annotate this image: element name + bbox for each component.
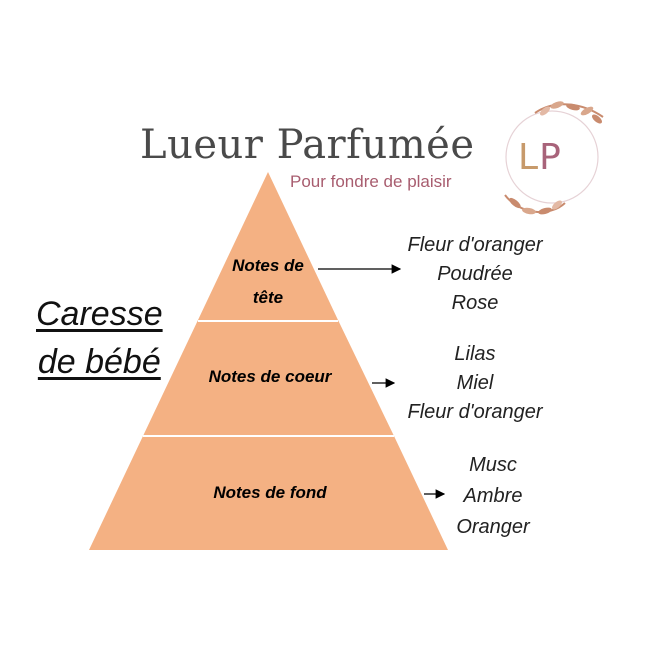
- brand-name: Lueur Parfumée: [140, 122, 475, 168]
- pyramid-tier-top: [198, 172, 338, 320]
- brand-logo: LP: [495, 95, 610, 220]
- list-item: Rose: [451, 292, 499, 314]
- pyramid-tier-bottom: [89, 436, 448, 550]
- tier-label-base: Notes de fond: [213, 483, 327, 502]
- list-item: Fleur d'oranger: [407, 401, 543, 423]
- product-title-line-2: de bébé: [37, 343, 161, 381]
- base-notes-list: Musc Ambre Oranger: [428, 450, 558, 543]
- brand-tagline: Pour fondre de plaisir: [290, 172, 452, 191]
- top-notes-list: Fleur d'oranger Poudrée Rose: [390, 231, 560, 318]
- heart-notes-list: Lilas Miel Fleur d'oranger: [390, 340, 560, 427]
- list-item: Lilas: [454, 343, 496, 365]
- list-item: Oranger: [456, 516, 530, 538]
- list-item: Fleur d'oranger: [407, 234, 543, 256]
- list-item: Musc: [469, 454, 517, 476]
- list-item: Ambre: [463, 485, 523, 507]
- tier-label-top: Notes de tête: [232, 256, 304, 307]
- tier-label-heart: Notes de coeur: [208, 367, 332, 386]
- product-title: Caresse de bébé: [36, 290, 163, 386]
- logo-monogram: LP: [518, 137, 562, 178]
- list-item: Miel: [456, 372, 494, 394]
- product-title-line-1: Caresse: [36, 295, 163, 333]
- floral-wreath-icon: [504, 101, 604, 215]
- pyramid-tier-middle: [143, 320, 394, 436]
- list-item: Poudrée: [437, 263, 513, 285]
